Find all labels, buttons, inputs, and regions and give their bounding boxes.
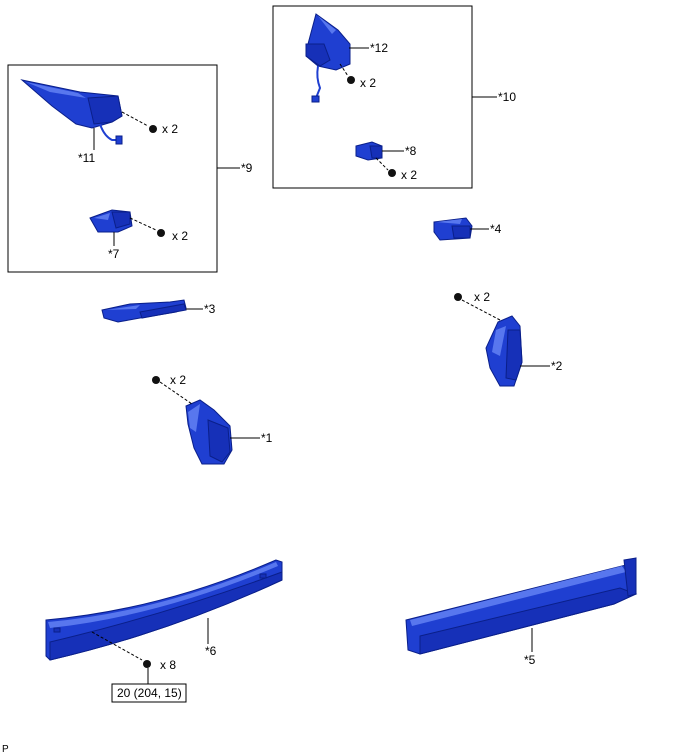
bolt-icon — [149, 125, 157, 133]
part-4-retainer — [433, 217, 473, 241]
part-8-bracket — [355, 141, 383, 161]
callout-2: *2 — [551, 359, 563, 373]
bolt-icon — [152, 376, 160, 384]
corner-mark: P — [2, 744, 9, 755]
qty-11: x 2 — [162, 122, 178, 136]
callout-11: *11 — [78, 151, 95, 165]
callout-12: *12 — [370, 41, 388, 55]
callout-8: *8 — [405, 144, 417, 158]
part-5-absorber — [405, 557, 638, 655]
bolt-icon — [143, 660, 151, 668]
qty-8: x 2 — [401, 168, 417, 182]
callout-10: *10 — [498, 90, 516, 104]
part-3-retainer — [101, 299, 187, 323]
qty-7: x 2 — [172, 229, 188, 243]
callout-4: *4 — [490, 222, 502, 236]
part-2-support — [485, 315, 523, 387]
bolt-icon — [157, 229, 165, 237]
callout-1: *1 — [261, 431, 273, 445]
qty-6: x 8 — [160, 658, 176, 672]
part-12-lamp — [305, 13, 351, 103]
torque-spec: 20 (204, 15) — [117, 686, 182, 700]
callout-5: *5 — [524, 653, 536, 667]
qty-1: x 2 — [170, 373, 186, 387]
group-box-10 — [272, 5, 473, 189]
callout-3: *3 — [204, 302, 216, 316]
callout-6: *6 — [205, 644, 217, 658]
bolt-icon — [388, 169, 396, 177]
qty-12: x 2 — [360, 76, 376, 90]
bolt-icon — [454, 293, 462, 301]
part-6-reinforcement — [45, 559, 283, 661]
torque-box — [111, 683, 187, 703]
part-11-lamp — [20, 79, 123, 145]
bolt-icon — [347, 76, 355, 84]
callout-9: *9 — [241, 161, 253, 175]
part-7-bracket — [89, 209, 133, 233]
part-1-support — [185, 399, 233, 465]
callout-7: *7 — [108, 247, 120, 261]
qty-2: x 2 — [474, 290, 490, 304]
